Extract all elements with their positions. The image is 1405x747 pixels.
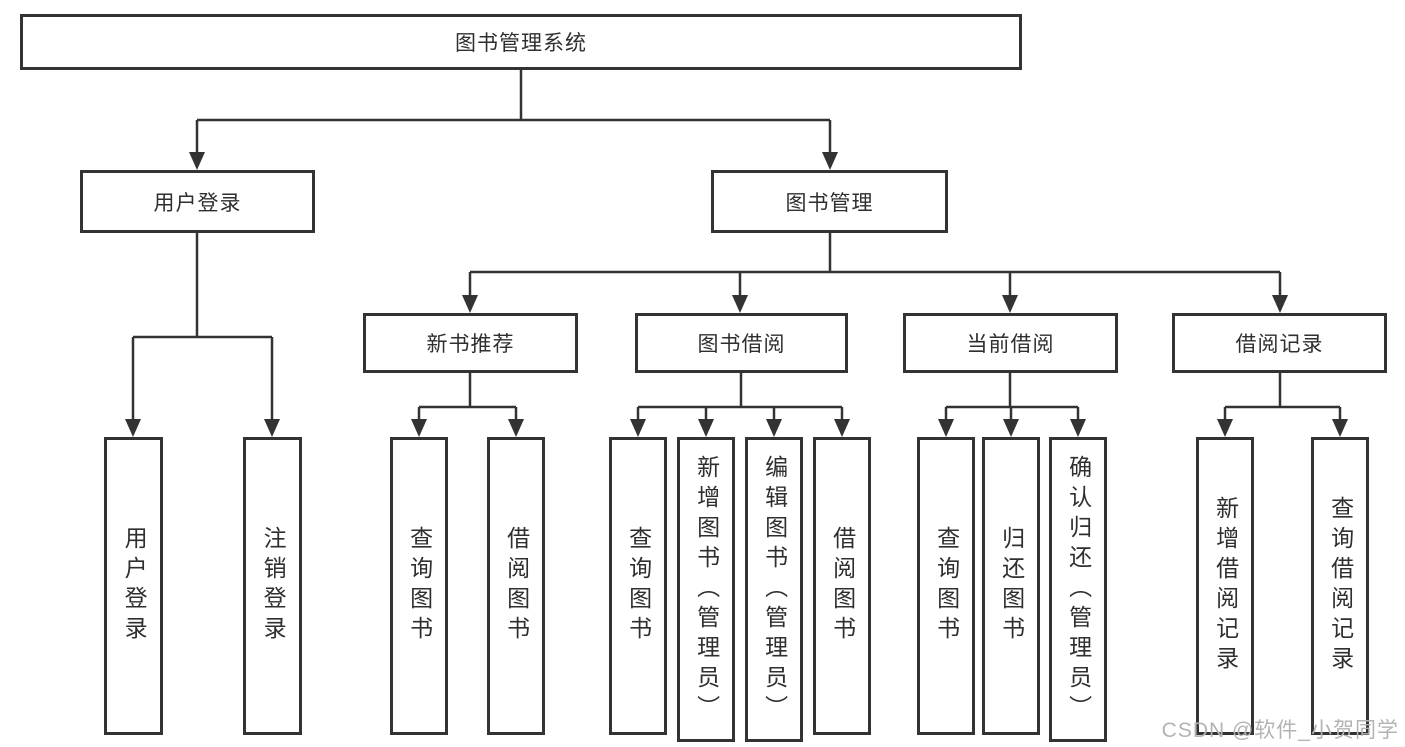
csdn-watermark: CSDN @软件_小贺同学 [1161, 719, 1399, 742]
arrowheads [125, 152, 1348, 437]
leaf-add-borrow-record-label: 新增借阅记录 [1212, 496, 1239, 676]
leaf-add-book-admin: 新增图书（管理员） [677, 437, 735, 742]
leaf-query-books-current-label: 查询图书 [933, 526, 960, 646]
node-user-login: 用户登录 [80, 170, 315, 233]
node-borrow-records: 借阅记录 [1172, 313, 1387, 373]
leaf-return-book-label: 归还图书 [998, 526, 1025, 646]
node-book-borrow-label: 图书借阅 [697, 333, 786, 356]
leaf-return-book: 归还图书 [982, 437, 1040, 735]
root-node-library-management-system: 图书管理系统 [20, 14, 1022, 70]
root-node-label: 图书管理系统 [455, 32, 587, 55]
leaf-confirm-return-admin-label: 确认归还（管理员） [1065, 454, 1092, 725]
leaf-edit-book-admin-label: 编辑图书（管理员） [761, 454, 788, 725]
leaf-query-borrow-record-label: 查询借阅记录 [1327, 496, 1354, 676]
leaf-logout-label: 注销登录 [260, 526, 287, 646]
leaf-borrow-books: 借阅图书 [813, 437, 871, 735]
leaf-query-books-current: 查询图书 [917, 437, 975, 735]
node-new-book-recommend-label: 新书推荐 [426, 333, 515, 356]
leaf-user-login-label: 用户登录 [121, 526, 148, 646]
leaf-user-login: 用户登录 [104, 437, 163, 735]
leaf-query-borrow-record: 查询借阅记录 [1311, 437, 1369, 735]
node-book-management-label: 图书管理 [785, 191, 874, 215]
leaf-borrow-books-recommend: 借阅图书 [487, 437, 545, 735]
leaf-query-books-borrow: 查询图书 [609, 437, 667, 735]
leaf-edit-book-admin: 编辑图书（管理员） [745, 437, 803, 742]
node-book-management: 图书管理 [711, 170, 948, 233]
leaf-borrow-books-recommend-label: 借阅图书 [503, 526, 530, 646]
node-book-borrow: 图书借阅 [635, 313, 848, 373]
node-new-book-recommend: 新书推荐 [363, 313, 578, 373]
leaf-add-borrow-record: 新增借阅记录 [1196, 437, 1254, 735]
leaf-logout: 注销登录 [243, 437, 302, 735]
node-current-borrow-label: 当前借阅 [966, 333, 1055, 356]
leaf-query-books-recommend-label: 查询图书 [406, 526, 433, 646]
leaf-confirm-return-admin: 确认归还（管理员） [1049, 437, 1107, 742]
node-current-borrow: 当前借阅 [903, 313, 1118, 373]
node-borrow-records-label: 借阅记录 [1235, 333, 1324, 356]
leaf-query-books-borrow-label: 查询图书 [625, 526, 652, 646]
leaf-add-book-admin-label: 新增图书（管理员） [693, 454, 720, 725]
leaf-borrow-books-label: 借阅图书 [829, 526, 856, 646]
node-user-login-label: 用户登录 [153, 191, 242, 215]
leaf-query-books-recommend: 查询图书 [390, 437, 448, 735]
